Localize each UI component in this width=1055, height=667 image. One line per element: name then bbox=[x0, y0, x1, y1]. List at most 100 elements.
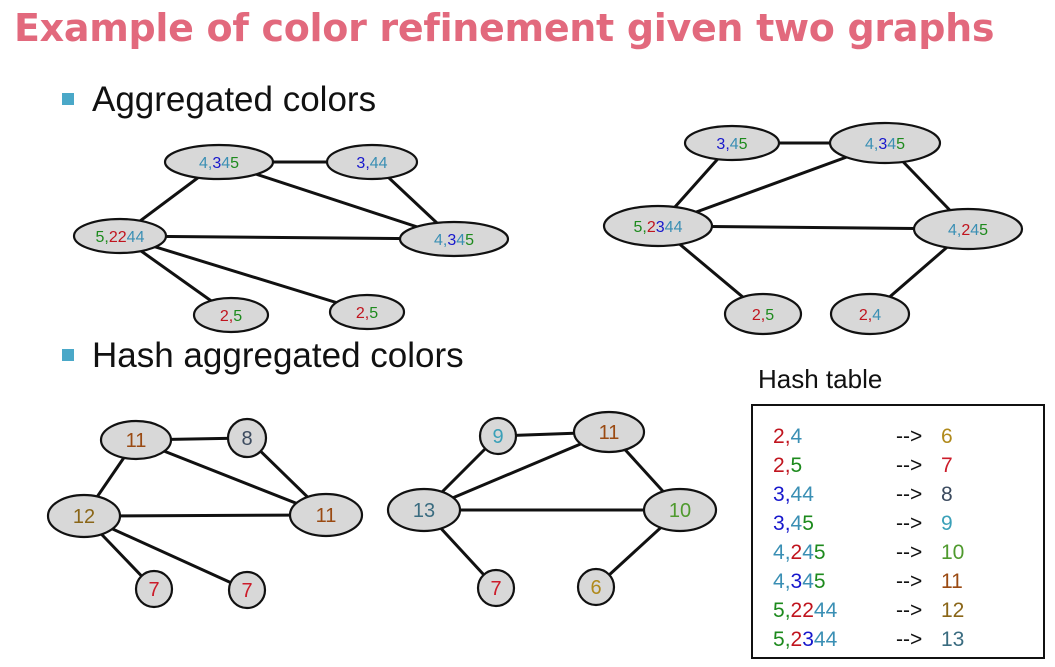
hash-key: 3,45 bbox=[773, 512, 814, 535]
hash-value: 9 bbox=[941, 512, 953, 535]
hashed-graph-2-node: 10 bbox=[642, 487, 718, 533]
node-shape bbox=[723, 292, 803, 336]
aggregated-graph-1-node: 4,345 bbox=[398, 220, 510, 258]
node-shape bbox=[134, 569, 174, 609]
node-label: 2,4 bbox=[859, 307, 881, 324]
node-label: 7 bbox=[148, 579, 159, 601]
node-shape bbox=[328, 293, 406, 331]
node-label: 4,345 bbox=[199, 155, 239, 172]
section-heading-hashed: Hash aggregated colors bbox=[92, 336, 464, 375]
hash-arrow: --> bbox=[896, 512, 923, 535]
slide-title: Example of color refinement given two gr… bbox=[14, 6, 995, 50]
aggregated-graph-2-node: 3,45 bbox=[683, 124, 781, 162]
hashed-graph-2-node: 13 bbox=[386, 487, 462, 533]
node-shape bbox=[829, 292, 911, 336]
node-label: 2,5 bbox=[220, 308, 242, 325]
node-shape bbox=[828, 121, 942, 165]
section-heading-aggregated: Aggregated colors bbox=[92, 80, 377, 119]
aggregated-graph-2-node: 4,345 bbox=[828, 121, 942, 165]
node-label: 11 bbox=[599, 422, 620, 444]
hash-table-title: Hash table bbox=[758, 364, 883, 394]
hashed-graph-1-edge bbox=[135, 438, 327, 517]
node-shape bbox=[642, 487, 718, 533]
hash-value: 7 bbox=[941, 454, 953, 477]
hash-value: 10 bbox=[941, 541, 965, 564]
node-label: 13 bbox=[413, 500, 435, 522]
node-shape bbox=[572, 410, 646, 454]
node-label: 7 bbox=[490, 578, 501, 600]
node-label: 4,345 bbox=[865, 136, 905, 153]
node-shape bbox=[46, 493, 122, 539]
node-label: 4,245 bbox=[948, 222, 988, 239]
hash-arrow: --> bbox=[896, 599, 923, 622]
node-shape bbox=[386, 487, 462, 533]
aggregated-graph-1-node: 5,2244 bbox=[72, 217, 168, 255]
hash-value: 12 bbox=[941, 599, 965, 622]
aggregated-graph-2-node: 5,2344 bbox=[602, 204, 714, 248]
aggregated-graph-2-node: 2,5 bbox=[723, 292, 803, 336]
hash-key: 2,4 bbox=[773, 425, 803, 448]
node-shape bbox=[226, 417, 268, 459]
node-shape bbox=[476, 568, 516, 608]
node-shape bbox=[72, 217, 168, 255]
node-label: 2,5 bbox=[356, 305, 378, 322]
hash-key: 4,245 bbox=[773, 541, 826, 564]
node-shape bbox=[227, 570, 267, 610]
node-shape bbox=[288, 492, 364, 538]
node-label: 11 bbox=[316, 505, 337, 527]
node-label: 6 bbox=[590, 577, 601, 599]
hashed-graph-1-node: 11 bbox=[99, 419, 173, 461]
aggregated-graph-1-node: 2,5 bbox=[328, 293, 406, 331]
aggregated-graph-2-node: 4,245 bbox=[912, 207, 1024, 251]
hash-value: 13 bbox=[941, 628, 965, 651]
hashed-graph-1-node: 7 bbox=[134, 569, 174, 609]
hash-arrow: --> bbox=[896, 628, 923, 651]
bullet-marker bbox=[62, 349, 74, 361]
hashed-graph-1-edge bbox=[83, 513, 327, 518]
node-shape bbox=[192, 296, 270, 334]
node-label: 5,2344 bbox=[634, 219, 683, 236]
hash-key: 5,2344 bbox=[773, 628, 838, 651]
node-shape bbox=[99, 419, 173, 461]
hashed-graph-2-edge bbox=[423, 430, 610, 512]
node-label: 4,345 bbox=[434, 232, 474, 249]
aggregated-graph-1-node: 2,5 bbox=[192, 296, 270, 334]
hashed-graph-2-node: 6 bbox=[576, 567, 616, 607]
hash-key: 3,44 bbox=[773, 483, 814, 506]
hashed-graph-1-node: 7 bbox=[227, 570, 267, 610]
aggregated-graph-1-node: 3,44 bbox=[325, 143, 419, 181]
node-label: 3,45 bbox=[716, 136, 747, 153]
aggregated-graph-1-edge bbox=[119, 234, 368, 314]
hash-arrow: --> bbox=[896, 454, 923, 477]
hash-arrow: --> bbox=[896, 425, 923, 448]
node-shape bbox=[478, 416, 518, 456]
hash-arrow: --> bbox=[896, 541, 923, 564]
node-label: 11 bbox=[126, 430, 147, 452]
node-label: 3,44 bbox=[356, 155, 387, 172]
hashed-graph-1-node: 11 bbox=[288, 492, 364, 538]
hash-arrow: --> bbox=[896, 570, 923, 593]
hashed-graph-2-node: 11 bbox=[572, 410, 646, 454]
aggregated-graph-1-node: 4,345 bbox=[163, 143, 275, 181]
hash-key: 5,2244 bbox=[773, 599, 838, 622]
node-label: 12 bbox=[73, 506, 95, 528]
node-shape bbox=[602, 204, 714, 248]
node-label: 10 bbox=[669, 500, 691, 522]
node-label: 8 bbox=[241, 428, 252, 450]
hash-value: 6 bbox=[941, 425, 953, 448]
node-label: 5,2244 bbox=[96, 229, 145, 246]
hash-value: 8 bbox=[941, 483, 953, 506]
node-label: 9 bbox=[492, 426, 503, 448]
bullet-marker bbox=[62, 93, 74, 105]
hash-value: 11 bbox=[941, 570, 963, 593]
node-shape bbox=[576, 567, 616, 607]
hash-arrow: --> bbox=[896, 483, 923, 506]
hash-key: 4,345 bbox=[773, 570, 826, 593]
node-label: 2,5 bbox=[752, 307, 774, 324]
aggregated-graph-1-edge bbox=[119, 234, 455, 241]
hashed-graph-1-node: 12 bbox=[46, 493, 122, 539]
hashed-graph-2-node: 9 bbox=[478, 416, 518, 456]
aggregated-graph-2-node: 2,4 bbox=[829, 292, 911, 336]
